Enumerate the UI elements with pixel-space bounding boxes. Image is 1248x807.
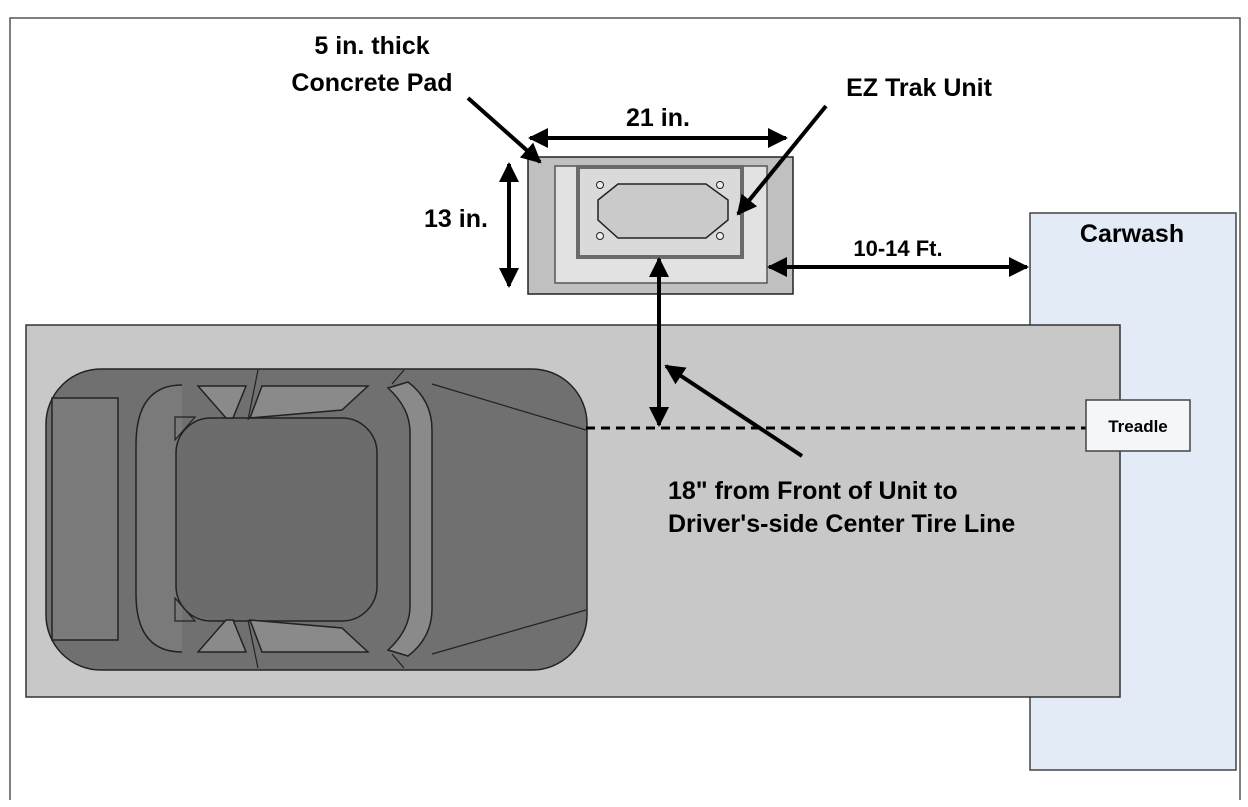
pad-leader-arrow [466, 96, 542, 164]
car-rear-side-window-top [196, 385, 248, 419]
carwash-label: Carwash [1080, 220, 1184, 248]
width-label: 21 in. [626, 104, 690, 132]
bolt-icon [596, 181, 604, 189]
bolt-icon [716, 232, 724, 240]
note-leader-arrow [664, 364, 804, 458]
car-front-side-window-bottom [248, 619, 370, 653]
car-body-lines [247, 369, 587, 669]
bolt-icon [716, 181, 724, 189]
car-windshield [386, 381, 433, 657]
distance-label: 10-14 Ft. [853, 236, 942, 261]
drawing-border [9, 17, 1241, 800]
car-rear-window [51, 397, 119, 641]
offset-note-line1: 18" from Front of Unit to [668, 477, 958, 505]
car-rear-cabin [135, 384, 183, 653]
ez-trak-unit-body [597, 183, 729, 239]
car-roof [175, 417, 378, 622]
car-front-side-window-top [248, 385, 370, 419]
car-top-view [45, 368, 588, 671]
treadle-plate [1085, 399, 1191, 452]
treadle-label: Treadle [1108, 417, 1168, 436]
unit-leader-arrow [736, 104, 828, 216]
unit-label: EZ Trak Unit [846, 74, 993, 102]
pad-label-line2: Concrete Pad [291, 69, 452, 97]
car-rear-side-window-bottom [196, 619, 248, 653]
offset-note-line2: Driver's-side Center Tire Line [668, 510, 1015, 538]
pad-label-line1: 5 in. thick [314, 32, 429, 60]
height-label: 13 in. [424, 205, 488, 233]
bolt-icon [596, 232, 604, 240]
